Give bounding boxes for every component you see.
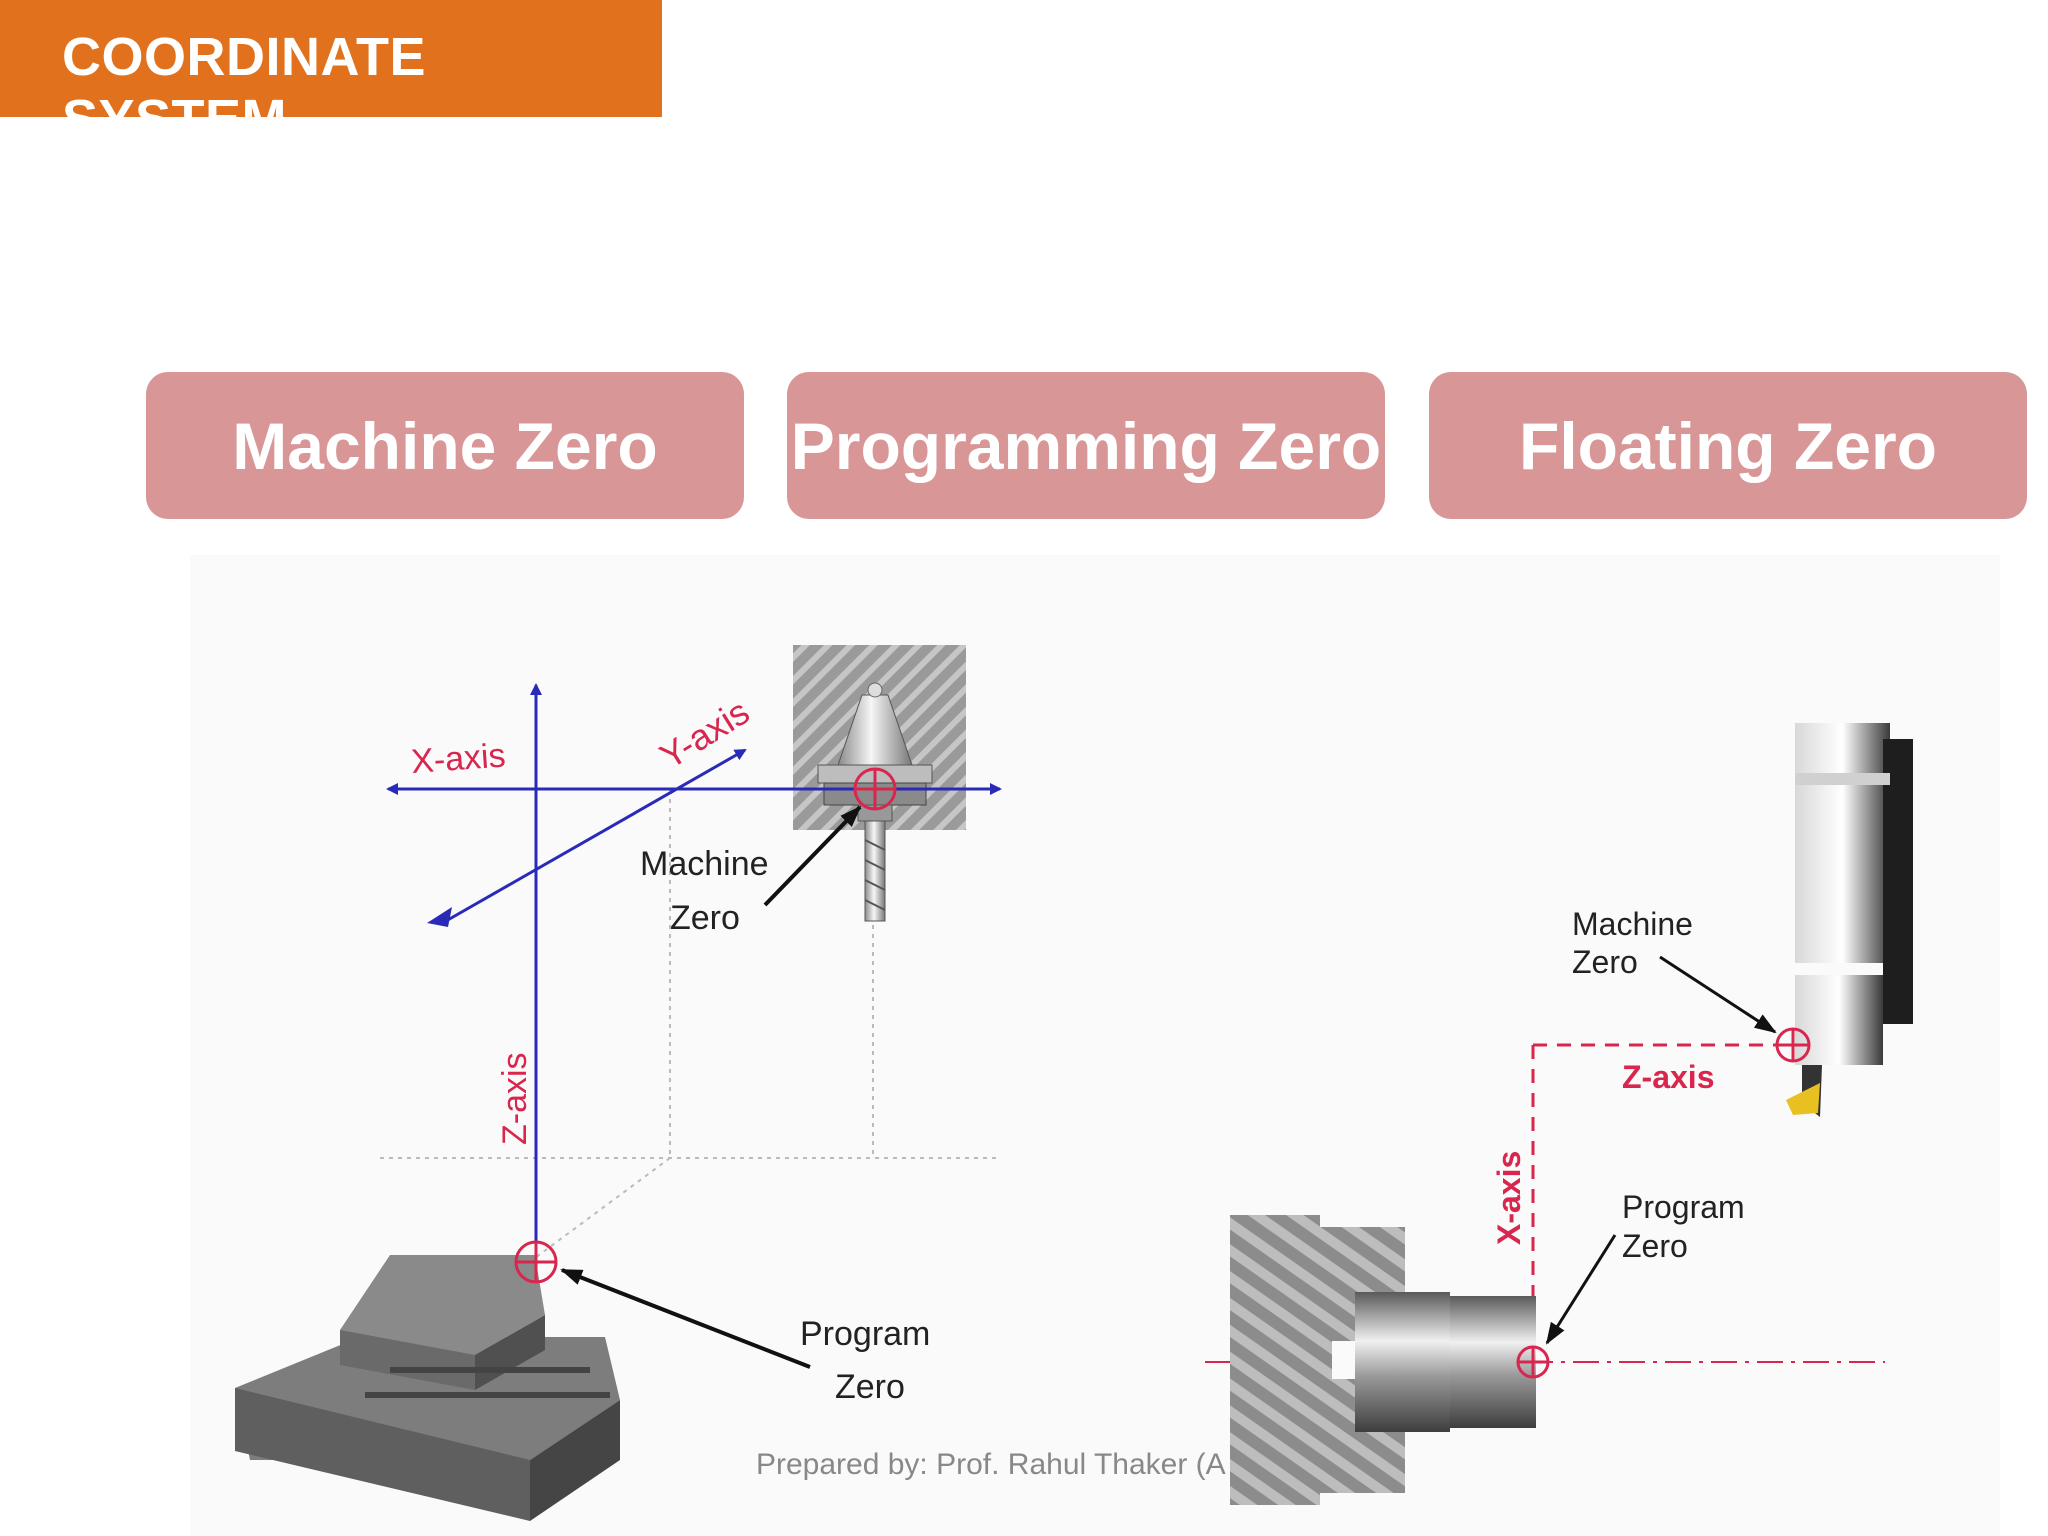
card-machine-zero: Machine Zero (146, 372, 744, 519)
machine-zero-label-line1: Machine (640, 845, 769, 883)
x-axis-label: X-axis (410, 736, 507, 780)
y-axis-line (445, 748, 747, 923)
coordinate-diagram-svg: X-axis Y-axis Z-axis Machine Zero (235, 645, 1913, 1521)
milling-axes (386, 683, 1002, 1262)
lathe-machine-zero-arrow (1659, 955, 1777, 1034)
machine-zero-label-line2: Zero (670, 899, 740, 937)
milling-diagram: X-axis Y-axis Z-axis Machine Zero (235, 645, 1002, 1521)
card-programming-zero: Programming Zero (787, 372, 1385, 519)
z-axis-label: Z-axis (496, 1052, 534, 1145)
lathe-program-zero-label-line1: Program (1622, 1189, 1745, 1225)
lathe-program-zero-marker (1516, 1345, 1550, 1379)
lathe-program-zero-arrow (1545, 1234, 1617, 1345)
lathe-workpiece (1332, 1292, 1536, 1432)
program-zero-arrow (560, 1268, 811, 1369)
footer-credit: Prepared by: Prof. Rahul Thaker (A (756, 1448, 1226, 1481)
lathe-diagram: Machine Zero Z-axis X-axis Program Zero (1205, 723, 1913, 1505)
zero-offset-path (1531, 1043, 1793, 1360)
tool-turret (1786, 723, 1913, 1117)
machine-zero-marker (853, 767, 897, 811)
program-zero-marker (514, 1240, 558, 1284)
lathe-program-zero-label-line2: Zero (1622, 1228, 1688, 1264)
program-zero-label-line1: Program (800, 1315, 930, 1353)
lathe-machine-zero-label-line1: Machine (1572, 906, 1693, 942)
card-floating-zero-label: Floating Zero (1519, 408, 1937, 483)
y-axis-label: Y-axis (653, 691, 757, 777)
spindle-block (793, 645, 966, 922)
card-floating-zero: Floating Zero (1429, 372, 2027, 519)
lathe-machine-zero-label-line2: Zero (1572, 944, 1638, 980)
program-zero-label-line2: Zero (835, 1368, 905, 1406)
page-title: COORDINATE SYSTEM (62, 27, 426, 149)
lathe-z-axis-label: Z-axis (1622, 1059, 1714, 1095)
title-banner: COORDINATE SYSTEM (0, 0, 662, 149)
card-programming-zero-label: Programming Zero (790, 408, 1382, 483)
machine-zero-arrow (763, 805, 862, 907)
lathe-x-axis-label: X-axis (1491, 1151, 1527, 1245)
workpiece (235, 1255, 620, 1521)
lathe-machine-zero-marker (1775, 1027, 1811, 1063)
coordinate-diagram: X-axis Y-axis Z-axis Machine Zero (190, 555, 2000, 1536)
card-machine-zero-label: Machine Zero (232, 408, 658, 483)
